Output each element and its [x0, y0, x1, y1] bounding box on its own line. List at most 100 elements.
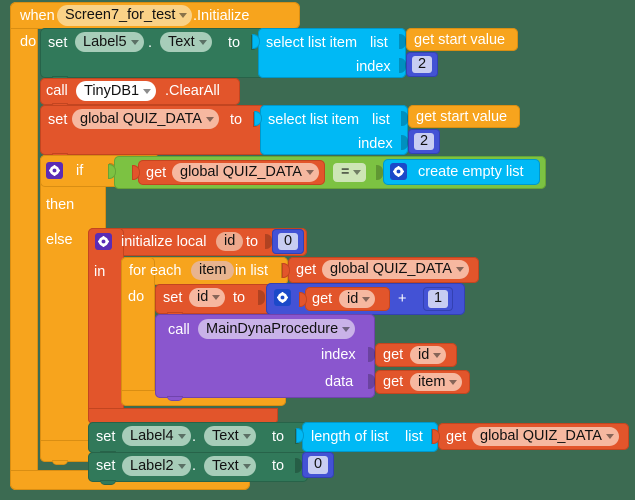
chevron-down-icon — [455, 267, 464, 272]
get-start-value-block-2[interactable] — [408, 105, 520, 128]
select-list-item-2-plug — [254, 111, 262, 126]
chevron-down-icon — [305, 170, 314, 175]
length-of-list-title: length of list — [311, 429, 389, 445]
chevron-down-icon — [449, 379, 458, 385]
set-label4-dot: . — [192, 429, 197, 445]
select-list-item-2-list-socket[interactable] — [401, 111, 408, 126]
for-each-suffix: in list — [235, 263, 269, 279]
set-label4-property-name: Text — [212, 427, 239, 444]
set-label4-property-dropdown[interactable]: Text — [204, 426, 256, 446]
get-global-quiz-3-variable-dropdown[interactable]: global QUIZ_DATA — [472, 427, 619, 446]
length-of-list-plug — [296, 428, 304, 443]
for-each-name-field[interactable]: item — [191, 261, 235, 280]
comparison-operator-dropdown[interactable]: = — [333, 163, 367, 182]
initialize-local-body — [88, 228, 124, 422]
call-proc-data-socket[interactable] — [368, 374, 375, 389]
initialize-local-block[interactable] — [88, 228, 307, 256]
set-label2-set-label: set — [96, 458, 116, 474]
then-label: then — [46, 197, 75, 213]
get-global-quiz-2-variable-dropdown[interactable]: global QUIZ_DATA — [322, 260, 469, 279]
get-global-quiz-2-plug — [282, 263, 290, 278]
initialize-local-value-socket[interactable] — [265, 234, 272, 249]
call-proc-index-socket[interactable] — [368, 347, 375, 362]
set-label5-property-dropdown[interactable]: Text — [160, 32, 212, 52]
set-id-variable-dropdown[interactable]: id — [189, 288, 226, 307]
set-id-value-socket[interactable] — [258, 290, 265, 305]
chevron-down-icon — [605, 434, 614, 439]
mutator-gear-icon-if[interactable] — [46, 162, 63, 179]
set-id-set-label: set — [163, 290, 183, 306]
block-notch — [100, 480, 116, 485]
set-global-quiz-variable-dropdown[interactable]: global QUIZ_DATA — [72, 109, 219, 129]
event-component-name: Screen7_for_test — [65, 7, 176, 24]
get-id-2-variable-dropdown[interactable]: id — [410, 346, 447, 364]
call-proc-call-label: call — [168, 322, 190, 338]
number-block-label2-value[interactable]: 0 — [302, 452, 334, 478]
set-label2-value-socket[interactable] — [295, 458, 302, 473]
chevron-down-icon — [198, 39, 207, 45]
select-list-item-1-index-socket[interactable] — [399, 58, 406, 73]
call-tinydb-component-dropdown[interactable]: TinyDB1 — [76, 81, 157, 101]
select-list-item-1-plug — [252, 34, 260, 49]
chevron-down-icon — [342, 326, 351, 332]
get-item-variable-dropdown[interactable]: item — [410, 373, 463, 391]
call-tinydb-method-label: .ClearAll — [165, 83, 220, 99]
length-of-list-block[interactable] — [302, 422, 438, 452]
set-label4-component-name: Label4 — [130, 427, 174, 444]
select-list-item-1-index-label: index — [356, 59, 391, 75]
set-label5-dot: . — [148, 35, 153, 51]
set-label4-component-dropdown[interactable]: Label4 — [122, 426, 191, 446]
create-empty-list-label: create empty list — [418, 164, 524, 180]
initialize-local-bottom — [88, 408, 278, 424]
create-empty-list-block[interactable] — [383, 159, 540, 185]
get-id-1-plug — [299, 292, 307, 307]
block-notch — [52, 460, 68, 465]
event-when-label: when — [20, 8, 55, 24]
initialize-local-name-field[interactable]: id — [216, 232, 244, 251]
equals-plug — [108, 164, 116, 179]
event-block-screen-initialize[interactable] — [10, 2, 38, 490]
set-label2-property-dropdown[interactable]: Text — [204, 456, 256, 476]
addition-operator: + — [398, 291, 407, 307]
set-label5-component-dropdown[interactable]: Label5 — [75, 32, 144, 52]
number-block-local-init[interactable]: 0 — [272, 229, 304, 254]
chevron-down-icon — [205, 116, 214, 122]
initialize-local-title: initialize local — [121, 234, 207, 250]
chevron-down-icon — [242, 463, 251, 469]
get-id-1-get-label: get — [312, 291, 333, 307]
select-list-item-block-1[interactable] — [258, 28, 406, 78]
else-label: else — [46, 232, 73, 248]
chevron-down-icon — [179, 13, 188, 18]
select-list-item-2-index-socket[interactable] — [401, 135, 408, 150]
chevron-down-icon — [433, 352, 442, 358]
call-proc-name-dropdown[interactable]: MainDynaProcedure — [198, 319, 356, 339]
number-block-index-1[interactable]: 2 — [406, 52, 438, 77]
chevron-down-icon — [353, 170, 362, 175]
set-label2-dot: . — [192, 458, 197, 474]
comparison-right-socket[interactable] — [376, 165, 383, 180]
get-global-quiz-1-plug — [132, 165, 140, 180]
mutator-gear-icon-create-list[interactable] — [390, 163, 407, 180]
event-component-dropdown[interactable]: Screen7_for_test — [57, 5, 193, 26]
mutator-gear-icon-add[interactable] — [274, 289, 291, 306]
get-id-1-variable-dropdown[interactable]: id — [339, 290, 376, 308]
mutator-gear-icon-local[interactable] — [95, 233, 112, 250]
number-block-index-2[interactable]: 2 — [408, 129, 440, 154]
call-tinydb-call-label: call — [46, 83, 68, 99]
chevron-down-icon — [212, 295, 221, 300]
number-value: 0 — [277, 232, 299, 251]
get-global-quiz-2-get-label: get — [296, 262, 317, 278]
select-list-item-block-2[interactable] — [260, 105, 408, 155]
for-each-prefix: for each — [129, 263, 182, 279]
for-each-do-label: do — [128, 289, 145, 305]
get-global-quiz-1-variable-dropdown[interactable]: global QUIZ_DATA — [172, 163, 319, 182]
set-label2-component-dropdown[interactable]: Label2 — [122, 456, 191, 476]
select-list-item-1-list-socket[interactable] — [399, 34, 406, 49]
get-start-value-block-1[interactable] — [406, 28, 518, 51]
call-tinydb-component-name: TinyDB1 — [84, 82, 140, 99]
select-list-item-2-index-label: index — [358, 136, 393, 152]
set-id-to-label: to — [233, 290, 246, 306]
number-block-addend[interactable]: 1 — [423, 287, 453, 311]
set-label5-property-name: Text — [168, 33, 195, 50]
